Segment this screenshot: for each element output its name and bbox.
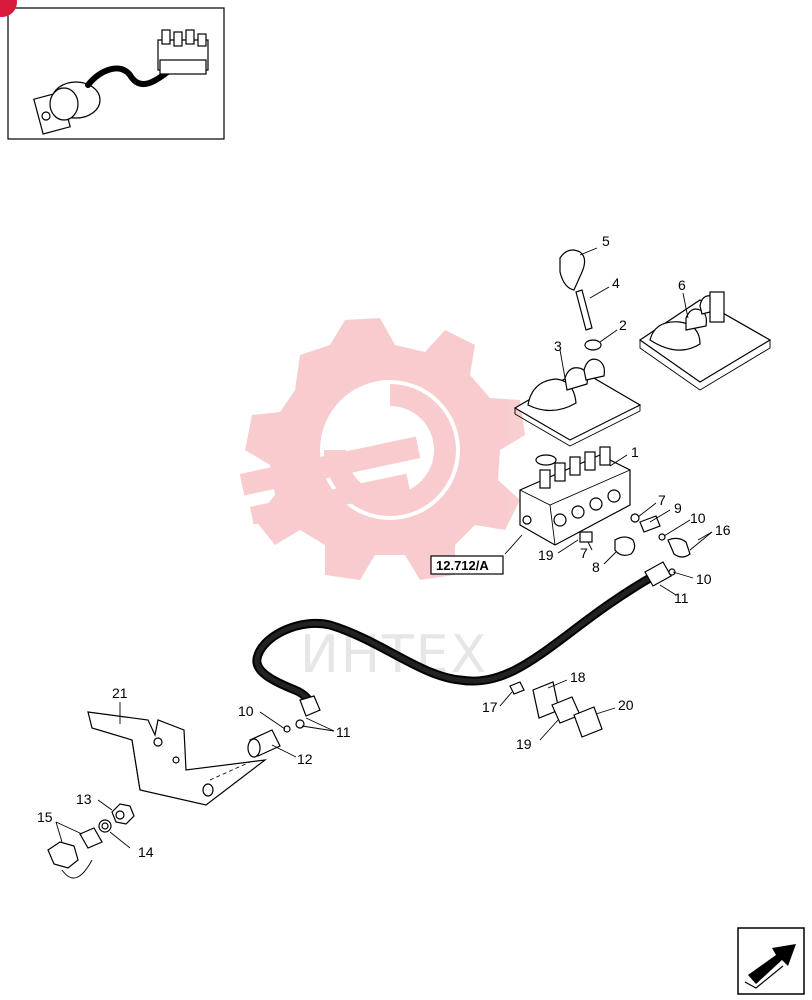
next-page-arrow-icon [748, 944, 796, 984]
callout-labels: 5 4 2 3 6 1 7 9 10 16 10 11 7 8 19 10 11… [37, 233, 731, 860]
lever-knob [559, 249, 602, 351]
callout-10b[interactable]: 10 [696, 571, 712, 587]
reference-label[interactable]: 12.712/A [436, 558, 489, 573]
quick-coupler [247, 729, 281, 758]
callout-17[interactable]: 17 [482, 699, 498, 715]
watermark-logo [239, 318, 525, 580]
reference-link[interactable]: 12.712/A [430, 555, 504, 575]
callout-2[interactable]: 2 [619, 317, 627, 333]
callout-19a[interactable]: 19 [516, 736, 532, 752]
callout-10a[interactable]: 10 [690, 510, 706, 526]
callout-5[interactable]: 5 [602, 233, 610, 249]
hose-clamp [509, 681, 603, 738]
valve-block-icon [157, 29, 209, 75]
hydraulic-hose [252, 561, 676, 733]
callout-18[interactable]: 18 [570, 669, 586, 685]
callout-21[interactable]: 21 [112, 685, 128, 701]
callout-11a[interactable]: 11 [674, 590, 689, 606]
control-plate-3 [513, 358, 642, 447]
callout-3[interactable]: 3 [554, 338, 562, 354]
callout-16[interactable]: 16 [715, 522, 731, 538]
callout-1[interactable]: 1 [631, 444, 639, 460]
pump-icon [33, 81, 101, 135]
corner-badge [0, 0, 17, 17]
mounting-bracket [87, 711, 268, 806]
callout-6[interactable]: 6 [678, 277, 686, 293]
callout-20[interactable]: 19 [538, 547, 554, 563]
callout-4[interactable]: 4 [612, 275, 620, 291]
callout-11b[interactable]: 11 [336, 724, 351, 740]
leader-lines [55, 247, 713, 849]
callout-9[interactable]: 9 [674, 500, 682, 516]
callout-8[interactable]: 8 [592, 559, 600, 575]
callout-10c[interactable]: 10 [238, 703, 254, 719]
next-page-button[interactable] [737, 927, 805, 995]
thumbnail-inset [0, 0, 225, 140]
valve-fittings [579, 513, 691, 558]
callout-19b[interactable]: 20 [618, 697, 634, 713]
callout-12[interactable]: 12 [297, 751, 313, 767]
callout-13[interactable]: 13 [76, 791, 92, 807]
control-plate-6 [638, 291, 772, 391]
control-valve-block [519, 446, 631, 546]
callout-7a[interactable]: 7 [658, 492, 666, 508]
callout-7b[interactable]: 7 [580, 545, 588, 561]
callout-14[interactable]: 14 [138, 844, 154, 860]
callout-15[interactable]: 15 [37, 809, 53, 825]
nut-washer-cap [47, 803, 135, 879]
